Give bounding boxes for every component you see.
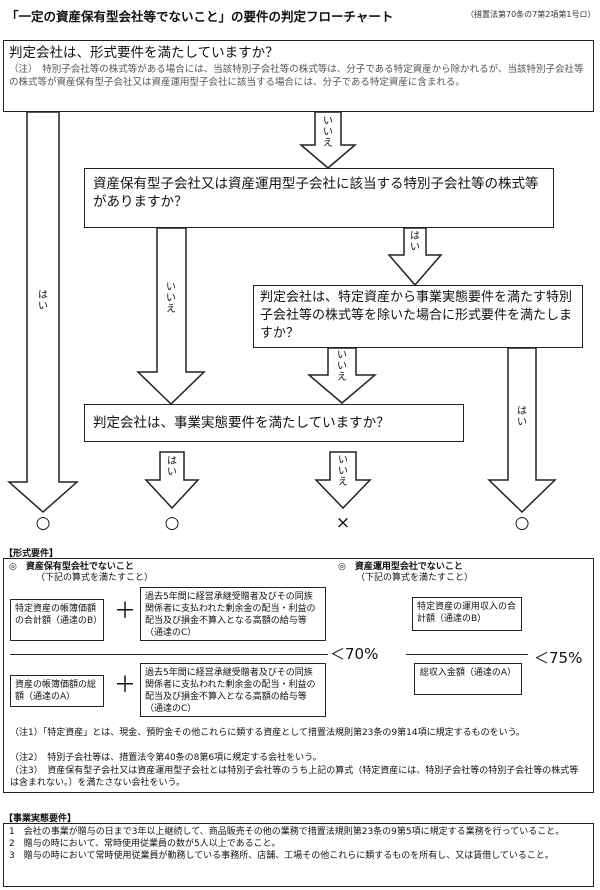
arrow-q2-yes: [387, 227, 443, 287]
label-q3-no: い い え: [337, 350, 347, 383]
question-subsidiary-shares: 資産保有型子会社又は資産運用型子会社に該当する特別子会社等の株式等がありますか？: [84, 168, 554, 228]
question-business-text: 判定会社は、事業実態要件を満たしていますか？: [93, 415, 390, 431]
label-q3-yes: は い: [517, 406, 527, 428]
asset-management-sub: （下記の算式を満たすこと）: [356, 573, 474, 583]
fraction-line-right: [406, 654, 528, 655]
business-requirements-header: 【事業実態要件】: [4, 814, 77, 824]
arrow-q4-yes: [144, 451, 200, 510]
asset-holding-sub: （下記の算式を満たすこと）: [36, 573, 154, 583]
formal-requirements-header: 【形式要件】: [4, 549, 59, 559]
business-item-2: 2 贈与の時において、常時使用従業員の数が5人以上であること。: [9, 839, 281, 849]
question-formal-text: 判定会社は、形式要件を満たしていますか？: [9, 45, 279, 61]
formal-note-1: （注1）「特定資産」とは、現金、預貯金その他これらに類する資産として措置法規則第…: [10, 728, 526, 738]
arrow-q2-no: [136, 227, 206, 406]
arrow-q1-yes: [7, 111, 79, 514]
flow-arrows: [7, 111, 557, 514]
label-q1-no: い い え: [323, 116, 333, 149]
asset-management-title: ◎ 資産運用型会社でないこと: [338, 562, 463, 572]
result-4: ○: [514, 513, 530, 533]
label-q2-no: い い え: [166, 282, 176, 315]
question-business-substance: 判定会社は、事業実態要件を満たしていますか？: [84, 404, 464, 442]
business-item-3: 3 贈与の時において常時使用従業員が勤務している事務所、店舗、工場その他これらに…: [9, 851, 554, 861]
label-q4-no: い い え: [338, 455, 348, 488]
question-formal-requirements: 判定会社は、形式要件を満たしていますか？ （注） 特別子会社等の株式等がある場合…: [3, 40, 594, 112]
label-q2-yes: は い: [410, 231, 420, 253]
box-specific-assets-income: 特定資産の運用収入の合計額（通達のB）: [412, 597, 522, 631]
business-item-1: 1 会社の事業が贈与の日まで3年以上継続して、商品販売その他の業務で措置法規則第…: [9, 827, 565, 837]
formal-note-3: （注3） 資産保有型子会社又は資産運用型子会社とは特別子会社等のうち上記の算式（…: [10, 766, 579, 788]
ratio-70: ＜70%: [330, 645, 379, 663]
plus-top: ＋: [114, 599, 137, 624]
label-q4-yes: は い: [167, 456, 177, 478]
formal-note-2: （注2） 特別子会社等は、措置法令第40条の8第6項に規定する会社をいう。: [10, 753, 322, 763]
label-q1-yes: は い: [38, 290, 48, 312]
citation: （措置法第70条の7第2項第1号ロ）: [466, 10, 596, 19]
result-3: ×: [335, 513, 351, 533]
box-total-assets-book: 資産の帳簿価額の総額（通達のA）: [10, 675, 104, 707]
result-1: ○: [35, 513, 51, 533]
question-formal-note: （注） 特別子会社等の株式等がある場合には、当該特別子会社等の株式等は、分子であ…: [9, 64, 584, 88]
arrow-q4-no: [314, 451, 372, 510]
formal-requirements-panel: ◎ 資産保有型会社でないこと （下記の算式を満たすこと） ◎ 資産運用型会社でな…: [3, 558, 594, 793]
box-specific-assets-book: 特定資産の帳簿価額の合計額（通達のB）: [10, 599, 104, 641]
arrow-q3-yes: [487, 347, 557, 514]
box-total-income: 総収入金額（通達のA）: [414, 663, 522, 695]
result-2: ○: [164, 513, 180, 533]
box-excess-distributions-bottom: 過去5年間に経営承継受贈者及びその同族関係者に支払われた剰余金の配当・利益の配当…: [140, 663, 326, 717]
arrow-q1-no: [298, 111, 358, 169]
page-title: 「一定の資産保有型会社等でないこと」の要件の判定フローチャート: [6, 9, 394, 24]
box-excess-distributions-top: 過去5年間に経営承継受贈者及びその同族関係者に支払われた剰余金の配当・利益の配当…: [140, 587, 326, 641]
fraction-line-left: [10, 654, 328, 655]
ratio-75: ＜75%: [534, 649, 583, 667]
arrow-q3-no: [306, 347, 378, 404]
question-subsidiary-text: 資産保有型子会社又は資産運用型子会社に該当する特別子会社等の株式等がありますか？: [93, 176, 539, 210]
question-excluding-text: 判定会社は、特定資産から事業実態要件を満たす特別子会社等の株式等を除いた場合に形…: [260, 290, 573, 341]
plus-bottom: ＋: [114, 673, 137, 698]
question-formal-excluding: 判定会社は、特定資産から事業実態要件を満たす特別子会社等の株式等を除いた場合に形…: [253, 285, 583, 348]
asset-holding-title: ◎ 資産保有型会社でないこと: [9, 562, 134, 572]
business-requirements-panel: 1 会社の事業が贈与の日まで3年以上継続して、商品販売その他の業務で措置法規則第…: [3, 823, 594, 887]
